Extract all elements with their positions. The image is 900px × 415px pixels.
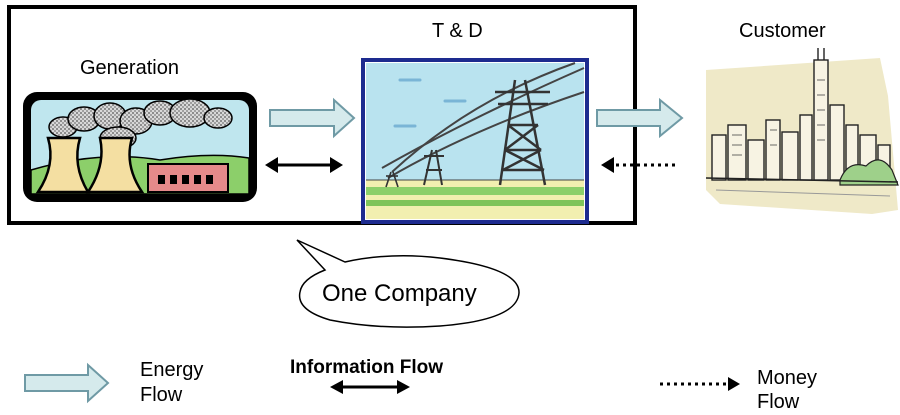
generation-label: Generation [80, 57, 179, 79]
information-arrow-gen-td [265, 157, 343, 173]
legend-information-label: Information Flow [290, 357, 444, 378]
factory-icon [147, 163, 229, 193]
legend-energy-line2: Flow [140, 384, 183, 406]
smoke-cloud-icon [48, 98, 233, 150]
legend-money-line2: Flow [757, 391, 800, 413]
legend-money-line1: Money [757, 367, 818, 389]
legend-energy-arrow-icon [24, 362, 110, 404]
legend-energy-line1: Energy [140, 359, 204, 381]
legend-money-arrow-icon [660, 377, 740, 391]
customer-city-image [705, 48, 899, 214]
one-company-label: One Company [322, 280, 477, 307]
money-arrow-customer-to-td [601, 157, 675, 173]
td-label: T & D [432, 20, 483, 42]
one-company-callout-bubble [296, 239, 520, 328]
legend-information-arrow-icon [330, 380, 410, 394]
energy-arrow-td-to-customer [596, 97, 684, 139]
cooling-tower-icon [35, 136, 145, 194]
energy-arrow-gen-to-td [269, 97, 356, 139]
pylon-icon [495, 79, 550, 186]
generation-plant-image [23, 92, 257, 202]
transmission-tower-image [361, 58, 589, 224]
customer-label: Customer [739, 20, 826, 42]
